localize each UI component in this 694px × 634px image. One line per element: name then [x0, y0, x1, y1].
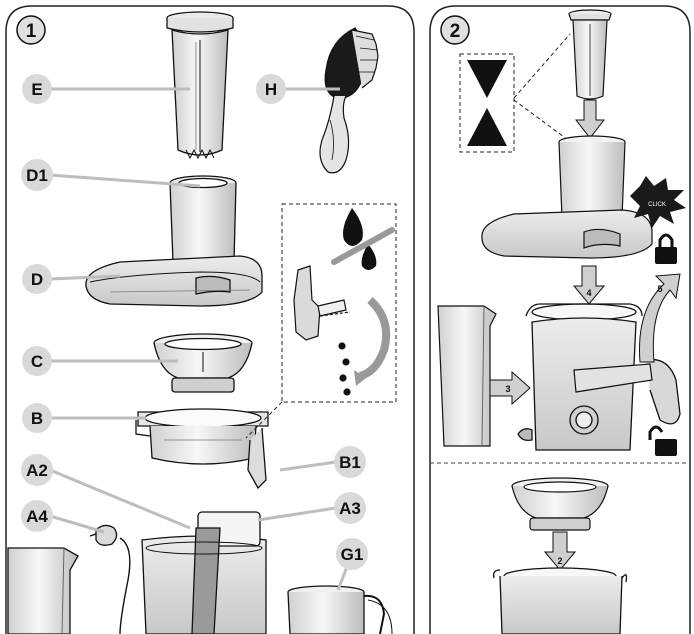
part-a-base: [141, 511, 267, 634]
step-5-text: 5: [657, 284, 662, 294]
insert-arrow: [574, 99, 606, 139]
callout-b: B: [22, 403, 52, 433]
part-a4-cord: [89, 524, 131, 634]
callout-c: C: [22, 346, 52, 376]
callout-d1-text: D1: [26, 166, 48, 185]
unlock-icon: [648, 425, 677, 456]
panel-2-number-text: 2: [450, 21, 461, 42]
jug-small: [437, 305, 497, 447]
step-2-text: 2: [557, 556, 562, 566]
panel-1-number-text: 1: [26, 21, 37, 42]
callout-g1-text: G1: [341, 545, 364, 564]
callout-a3-text: A3: [339, 499, 361, 518]
water-drop-icon: [331, 208, 395, 270]
callout-a4-text: A4: [26, 507, 48, 526]
callout-a2-text: A2: [26, 461, 48, 480]
locking-arm: [573, 363, 653, 393]
filter-small: [511, 477, 609, 531]
callout-b1: B1: [334, 446, 366, 478]
step-5-arrow: 5: [639, 273, 681, 363]
step-4-arrow: 4: [572, 265, 606, 305]
step-3-text: 3: [505, 384, 510, 394]
lock-icon: [655, 233, 677, 264]
click-burst: CLICK: [630, 176, 686, 228]
brush-icon: [319, 27, 379, 174]
panel-2-number: 2: [440, 15, 470, 45]
base-unit-bottom: [492, 567, 628, 634]
callout-c-text: C: [31, 352, 43, 371]
step-2-arrow: 2: [543, 531, 577, 571]
panel-1-number: 1: [16, 15, 46, 45]
spout-detail: [293, 265, 391, 396]
callout-a3: A3: [334, 492, 366, 524]
callout-h: H: [256, 74, 286, 104]
callout-h-text: H: [265, 80, 277, 99]
callout-g1: G1: [336, 538, 368, 570]
callout-b1-text: B1: [339, 453, 361, 472]
part-d-lid: [85, 175, 263, 307]
callout-d-text: D: [31, 270, 43, 289]
step-3-arrow: 3: [489, 370, 531, 406]
lid-small: [481, 135, 653, 259]
spout-detail-box: [245, 203, 397, 439]
part-e-pusher: [166, 11, 234, 160]
part-g1-container: [287, 585, 393, 634]
callout-d1: D1: [21, 159, 53, 191]
juice-jug: [7, 547, 79, 634]
panel-1-frame: [5, 5, 415, 634]
step-4-text: 4: [586, 288, 591, 298]
callout-e: E: [22, 74, 52, 104]
hourglass-icon: [459, 33, 571, 153]
callout-a4: A4: [21, 500, 53, 532]
part-b-bowl: [135, 408, 269, 490]
callout-e-text: E: [31, 80, 42, 99]
click-text: CLICK: [648, 202, 666, 208]
part-c-filter: [153, 333, 253, 393]
panel-2-frame: [429, 5, 691, 634]
callout-a2: A2: [21, 454, 53, 486]
callout-b-text: B: [31, 409, 43, 428]
pusher-small: [568, 9, 612, 100]
callout-d: D: [22, 264, 52, 294]
